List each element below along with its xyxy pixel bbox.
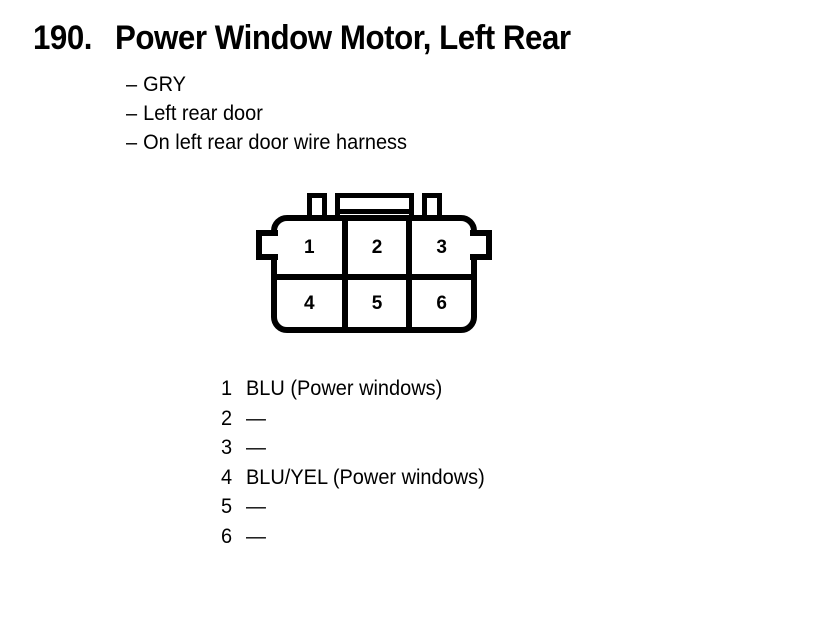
description-list: –GRY –Left rear door –On left rear door … xyxy=(126,70,726,157)
legend-pin-number: 2 xyxy=(221,406,233,430)
legend-row: 2 — xyxy=(221,404,497,434)
legend-pin-number: 5 xyxy=(221,495,233,518)
legend-pin-number: 6 xyxy=(221,524,233,548)
legend-pin-number: 3 xyxy=(221,436,233,459)
side-notch-right-merge xyxy=(468,236,476,254)
side-notch-left-merge xyxy=(272,236,280,254)
locking-tab-right-icon xyxy=(422,193,442,219)
description-item: –Left rear door xyxy=(126,99,696,128)
pin-cell-4: 4 xyxy=(277,274,342,327)
title-number: 190. xyxy=(33,19,93,57)
legend-row: 3 — xyxy=(221,433,497,463)
pin-cell-2: 2 xyxy=(341,221,407,274)
legend-row: 6 — xyxy=(221,522,497,552)
legend-row: 4 BLU/YEL (Power windows) xyxy=(221,463,497,493)
legend-pin-label: — xyxy=(246,524,266,548)
locking-tab-left-icon xyxy=(307,193,327,219)
legend-pin-number: 1 xyxy=(221,377,233,400)
bullet-dash-icon: – xyxy=(126,102,138,125)
description-item-label: Left rear door xyxy=(143,102,263,125)
pin-cell-6: 6 xyxy=(406,274,471,327)
pin-legend: 1 BLU (Power windows) 2 — 3 — 4 BLU/YEL … xyxy=(221,374,497,551)
locking-tab-center-icon xyxy=(335,193,414,219)
bullet-dash-icon: – xyxy=(126,73,138,96)
legend-pin-number: 4 xyxy=(221,465,233,489)
pin-cell-3: 3 xyxy=(406,221,471,274)
description-item-label: On left rear door wire harness xyxy=(143,131,408,154)
connector-diagram: 1 2 3 4 5 6 xyxy=(256,193,492,333)
locking-tab-center-line xyxy=(340,209,409,214)
legend-pin-label: — xyxy=(246,436,266,459)
title-text: Power Window Motor, Left Rear xyxy=(115,19,571,57)
pin-cell-1: 1 xyxy=(304,236,315,258)
description-item: –GRY xyxy=(126,70,696,99)
page-title: 190. Power Window Motor, Left Rear xyxy=(33,19,610,58)
description-item-label: GRY xyxy=(143,73,186,96)
legend-pin-label: BLU (Power windows) xyxy=(246,377,443,400)
legend-pin-label: BLU/YEL (Power windows) xyxy=(246,465,485,489)
pin-grid: 1 2 3 4 5 6 xyxy=(277,221,471,327)
legend-row: 5 — xyxy=(221,492,497,522)
legend-row: 1 BLU (Power windows) xyxy=(221,374,497,404)
legend-pin-label: — xyxy=(246,406,266,430)
legend-pin-label: — xyxy=(246,495,266,518)
bullet-dash-icon: – xyxy=(126,131,138,154)
description-item: –On left rear door wire harness xyxy=(126,128,696,157)
pin-cell-5: 5 xyxy=(341,274,407,327)
